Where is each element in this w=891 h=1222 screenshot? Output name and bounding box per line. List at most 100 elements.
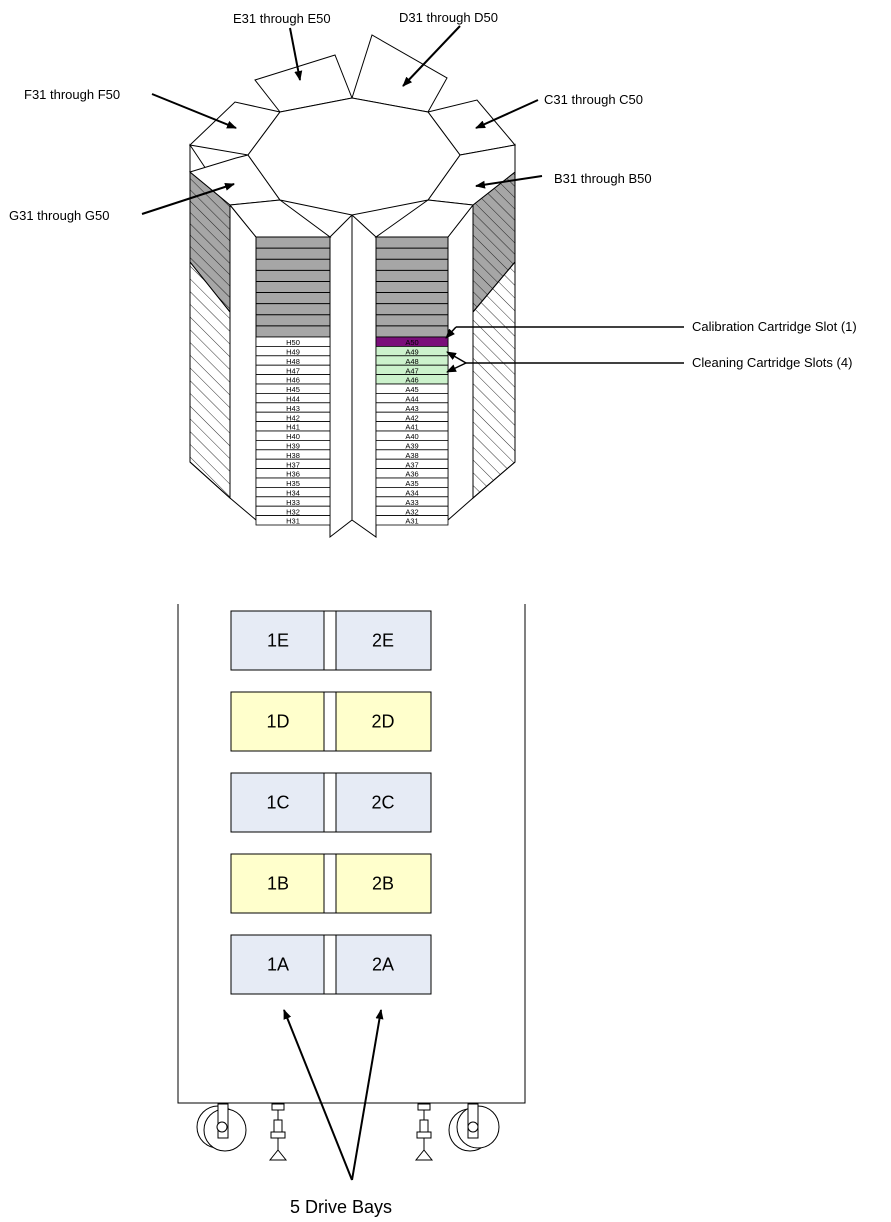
arrow-cleaning-down — [446, 362, 467, 373]
caster-left — [196, 1103, 247, 1152]
drive-bay-1d[interactable] — [230, 691, 325, 752]
a-slot-label: A35 — [405, 479, 418, 488]
arrow-bay-2a — [351, 1009, 384, 1181]
a-slot-label: A34 — [405, 489, 418, 498]
drive-bay-2c[interactable] — [335, 772, 432, 833]
drive-bay-1c[interactable] — [230, 772, 325, 833]
h-slot-label: H38 — [286, 451, 300, 460]
drive-bay-row-c: 1C 2C — [230, 772, 432, 833]
h-slot-label: H48 — [286, 357, 300, 366]
a-slot-label: A42 — [405, 413, 418, 422]
h-slot-label: H50 — [286, 338, 300, 347]
wall-left — [229, 203, 257, 522]
arrow-e — [289, 27, 303, 81]
drive-bay-label: 1C — [266, 793, 289, 813]
label-calibration: Calibration Cartridge Slot (1) — [692, 319, 857, 334]
h-slot-label: H47 — [286, 366, 300, 375]
a-slot-label: A38 — [405, 451, 418, 460]
h-slot-label: H33 — [286, 498, 300, 507]
a-slot-label: A45 — [405, 385, 418, 394]
drive-bay-2d[interactable] — [335, 691, 432, 752]
top-octagon — [247, 97, 461, 216]
drive-bay-divider — [323, 772, 337, 833]
h-slot-label: H35 — [286, 479, 300, 488]
label-g: G31 through G50 — [9, 208, 109, 223]
caster-right — [448, 1103, 500, 1152]
label-f: F31 through F50 — [24, 87, 120, 102]
a-slot-label: A39 — [405, 442, 418, 451]
leveling-foot-left — [268, 1103, 288, 1161]
drive-bay-label: 1E — [267, 631, 289, 651]
h-slot-label: H44 — [286, 395, 300, 404]
a-slot-label: A48 — [405, 357, 418, 366]
arrow-cleaning-up — [446, 351, 467, 364]
a-slot-label: A37 — [405, 460, 418, 469]
drive-bay-label: 2C — [371, 793, 394, 813]
a-slot-label: A40 — [405, 432, 418, 441]
h-slot-label: H43 — [286, 404, 300, 413]
leveling-foot-right — [414, 1103, 434, 1161]
a-slot-label: A31 — [405, 517, 418, 526]
h-slot-label: H40 — [286, 432, 300, 441]
drive-bay-1b[interactable] — [230, 853, 325, 914]
h-slot-label: H34 — [286, 489, 300, 498]
a-slot-label: A44 — [405, 395, 418, 404]
h-slot-label: H46 — [286, 376, 300, 385]
drive-bay-2b[interactable] — [335, 853, 432, 914]
h-slot-label: H32 — [286, 507, 300, 516]
drive-bay-label: 2B — [372, 874, 394, 894]
a-slot-label: A46 — [405, 376, 418, 385]
a-slot-label: A47 — [405, 366, 418, 375]
h-slot-label: H49 — [286, 348, 300, 357]
a-slot-label: A43 — [405, 404, 418, 413]
arrow-calibration-tip — [445, 326, 457, 339]
drive-bay-label: 1A — [267, 955, 289, 975]
drive-bay-divider — [323, 691, 337, 752]
arrow-g — [141, 182, 235, 215]
drive-bay-label: 2A — [372, 955, 394, 975]
drive-bay-divider — [323, 853, 337, 914]
a-shelf-block — [375, 236, 449, 338]
drive-bay-1a[interactable] — [230, 934, 325, 995]
label-e: E31 through E50 — [233, 11, 331, 26]
h-slot-label: H39 — [286, 442, 300, 451]
h-slot-label: H41 — [286, 423, 300, 432]
a-slot-label: A36 — [405, 470, 418, 479]
callout-arrows — [141, 25, 684, 373]
label-cleaning: Cleaning Cartridge Slots (4) — [692, 355, 852, 370]
tape-carousel — [188, 34, 516, 539]
arrow-c — [475, 99, 539, 129]
a-slot-label: A50 — [405, 338, 418, 347]
label-d: D31 through D50 — [399, 10, 498, 25]
h-slot-h31 — [255, 515, 331, 526]
a-slot-label: A49 — [405, 348, 418, 357]
drive-bays-caption: 5 Drive Bays — [290, 1197, 392, 1217]
arrow-b — [475, 175, 543, 189]
slot-stack-h: H50H49H48H47H46H45H44H43H42H41H40H39H38H… — [255, 236, 331, 526]
slot-stack-a: A50A49A48A47A46A45A44A43A42A41A40A39A38A… — [375, 236, 449, 526]
drive-bay-grid: 1E 2E 1D 2D 1C 2C 1B 2B 1A 2A — [230, 610, 432, 995]
drive-bay-row-d: 1D 2D — [230, 691, 432, 752]
cabinet-feet — [196, 1103, 500, 1161]
drive-bay-row-e: 1E 2E — [230, 610, 432, 671]
h-slot-label: H45 — [286, 385, 300, 394]
h-slot-label: H42 — [286, 413, 300, 422]
a-slot-a31 — [375, 515, 449, 526]
h-slot-label: H31 — [286, 517, 300, 526]
drive-bay-label: 2D — [371, 712, 394, 732]
drive-bay-2e[interactable] — [335, 610, 432, 671]
drive-bay-label: 2E — [372, 631, 394, 651]
drive-bay-label: 1B — [267, 874, 289, 894]
arrow-bay-1a — [283, 1009, 353, 1181]
drive-cabinet — [177, 604, 526, 1104]
drive-bay-label: 1D — [266, 712, 289, 732]
label-b: B31 through B50 — [554, 171, 652, 186]
drive-bay-row-b: 1B 2B — [230, 853, 432, 914]
label-c: C31 through C50 — [544, 92, 643, 107]
h-slot-label: H37 — [286, 460, 300, 469]
arrow-f — [151, 93, 237, 129]
a-slot-label: A41 — [405, 423, 418, 432]
drive-bay-2a[interactable] — [335, 934, 432, 995]
wall-center-right — [351, 213, 377, 538]
